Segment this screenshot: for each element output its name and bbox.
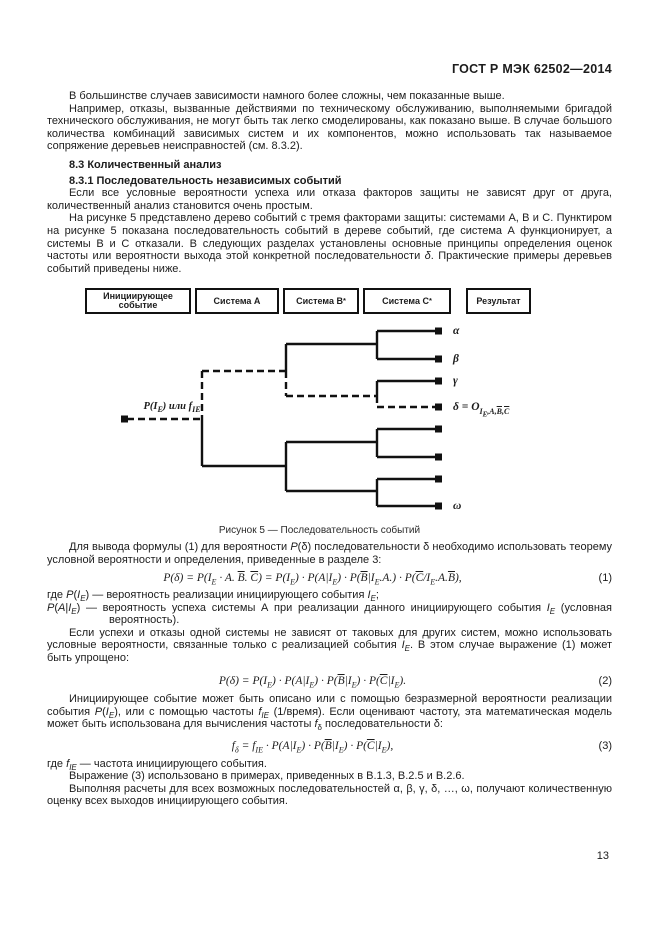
column-header-initiating-event: Инициирующее событие — [85, 288, 191, 315]
formula-1-row: P(δ) = P(IE · A. B. C) = P(IE) · P(A|IE)… — [47, 571, 612, 586]
where-f-ie: где fIE — частота инициирующего события. — [47, 757, 267, 772]
column-header-system-b: Система В* — [283, 288, 359, 315]
document-header: ГОСТ Р МЭК 62502—2014 — [451, 62, 612, 76]
formula-2-number: (2) — [598, 674, 612, 687]
para-frequency-model: Инициирующее событие может быть описано … — [47, 693, 613, 733]
formula-1: P(δ) = P(IE · A. B. C) = P(IE) · P(A|IE)… — [163, 571, 462, 586]
para-dependencies: В большинстве случаев зависимости намног… — [69, 90, 505, 102]
formula-2: P(δ) = P(IE) · P(A|IE) · P(B|IE) · P(C|I… — [218, 674, 407, 689]
outcome-label-alpha: α — [453, 325, 460, 338]
document-body: В большинстве случаев зависимости намног… — [47, 90, 612, 808]
event-tree-diagram — [121, 327, 442, 510]
heading-8-3: 8.3 Количественный анализ — [69, 158, 222, 171]
formula-3-row: fδ = fIE · P(A|IE) · P(B|IE) · P(C|IE), … — [47, 740, 612, 755]
column-header-system-c: Система С* — [363, 288, 451, 315]
para-figure5-intro: На рисунке 5 представлено дерево событий… — [47, 212, 612, 275]
initiating-event-node — [121, 415, 128, 423]
para-simplification: Если успехи и отказы одной системы не за… — [47, 626, 613, 665]
formula-1-number: (1) — [598, 571, 612, 584]
tree-solid-branches — [200, 330, 438, 508]
page-number: 13 — [596, 850, 609, 862]
column-header-system-a: Система А — [195, 288, 279, 315]
para-all-sequences: Выполняя расчеты для всех возможных посл… — [47, 782, 612, 808]
column-header-result: Результат — [466, 288, 531, 315]
outcome-label-delta: δ = OIE,А,В,С — [453, 401, 510, 419]
para-expression3-examples: Выражение (3) использовано в примерах, п… — [69, 770, 465, 783]
where-p-a-ie: P(A|IE) — вероятность успеха системы А п… — [47, 601, 612, 627]
para-formula1-intro: Для вывода формулы (1) для вероятности P… — [47, 541, 613, 566]
figure-event-tree: Инициирующее событие Система А Система В… — [47, 279, 612, 541]
formula-2-row: P(δ) = P(IE) · P(A|IE) · P(B|IE) · P(C|I… — [47, 674, 612, 689]
heading-8-3-1: 8.3.1 Последовательность независимых соб… — [69, 174, 342, 187]
outcome-label-gamma: γ — [453, 375, 458, 388]
initiating-event-label: P(IE) или fIE — [143, 401, 201, 415]
formula-3-number: (3) — [598, 740, 612, 753]
para-independent-probabilities: Если все условные вероятности успеха или… — [47, 187, 612, 212]
terminal-nodes — [435, 327, 442, 510]
where-p-ie: где P(IE) — вероятность реализации иници… — [47, 589, 379, 604]
figure-caption: Рисунок 5 — Последовательность событий — [218, 525, 421, 537]
tree-dashed-sequence — [127, 370, 438, 421]
formula-3: fδ = fIE · P(A|IE) · P(B|IE) · P(C|IE), — [231, 740, 394, 755]
para-maintenance-failures: Например, отказы, вызванные действиями п… — [47, 102, 612, 153]
outcome-label-omega: ω — [453, 500, 462, 513]
outcome-label-beta: β — [453, 353, 459, 366]
